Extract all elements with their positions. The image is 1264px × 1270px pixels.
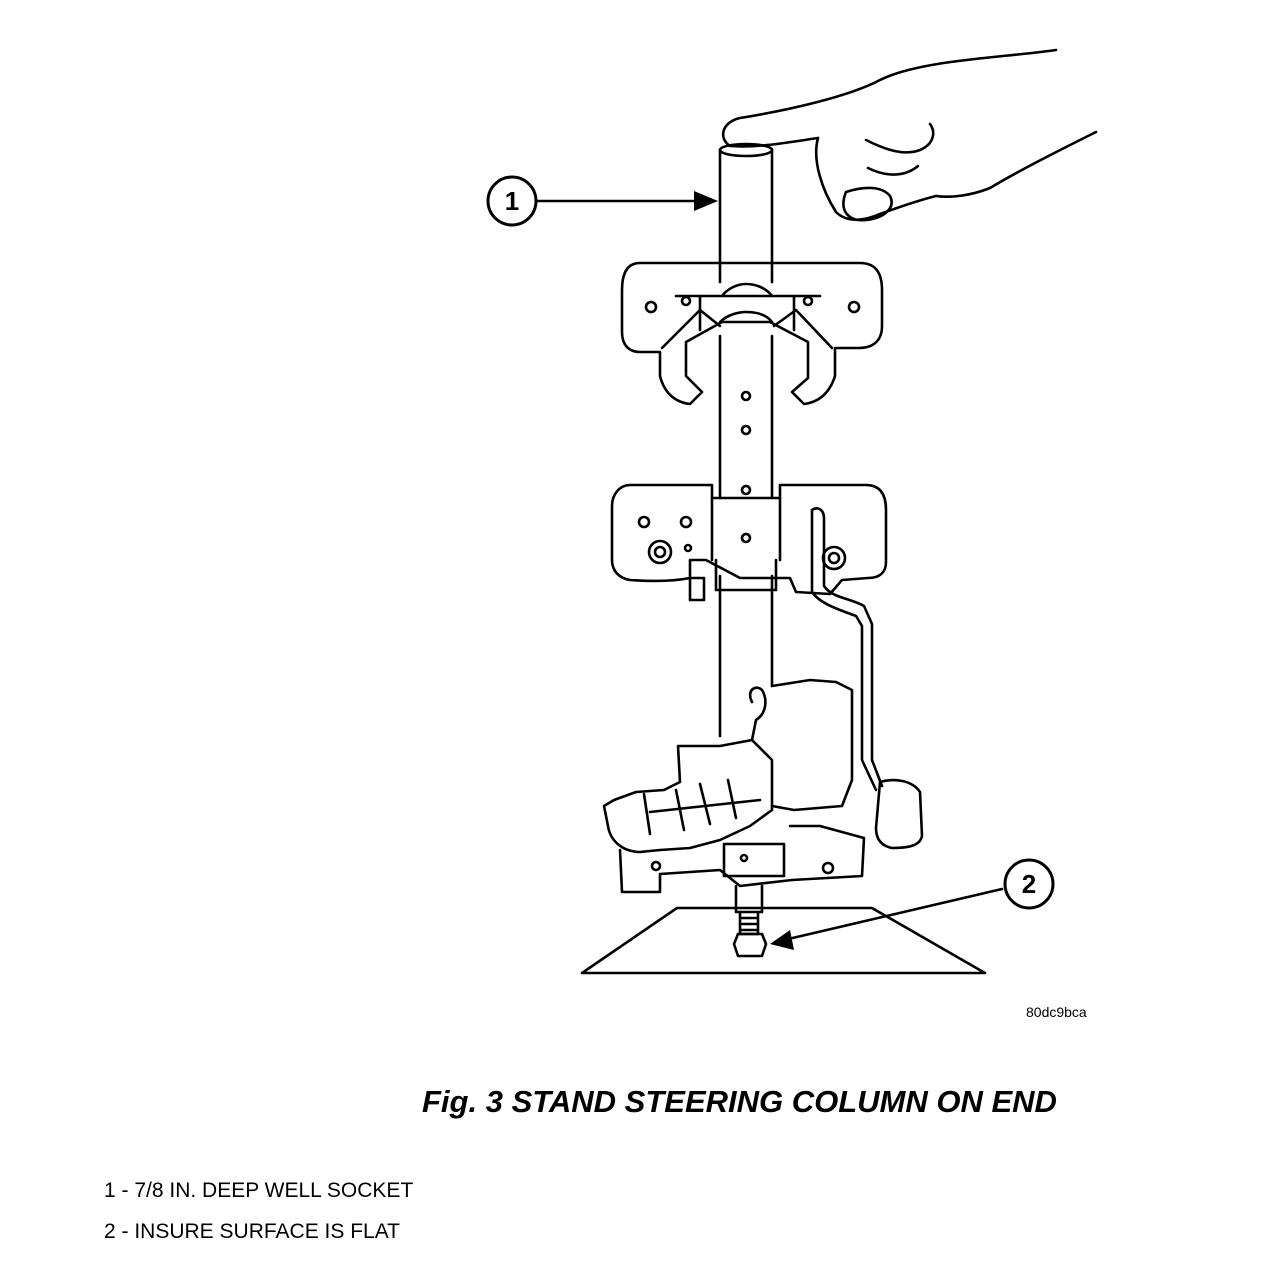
ignition-housing [602,678,866,894]
flat-surface [580,906,987,975]
figure-caption: Fig. 3 STAND STEERING COLUMN ON END [422,1084,1057,1119]
legend-item-2: 2 - INSURE SURFACE IS FLAT [104,1220,400,1243]
upper-bracket [620,261,884,406]
callout-2-leader [782,887,1004,942]
column-end-bolt [732,884,768,958]
hand-illustration [721,48,1098,222]
figure-id-code: 80dc9bca [1026,1004,1087,1020]
lower-bracket [610,483,888,602]
column-tube [718,334,774,738]
callout-2-number: 2 [1022,869,1036,899]
callout-1: 1 [486,175,538,227]
deep-well-socket [718,142,774,284]
callout-1-arrowhead [694,191,718,211]
callout-1-number: 1 [505,186,519,216]
legend: 1 - 7/8 IN. DEEP WELL SOCKET 2 - INSURE … [104,1178,413,1260]
callout-2: 2 [1003,858,1055,910]
tilt-lever [810,507,924,850]
legend-item-1: 1 - 7/8 IN. DEEP WELL SOCKET [104,1179,414,1202]
callout-2-arrowhead [770,930,794,950]
